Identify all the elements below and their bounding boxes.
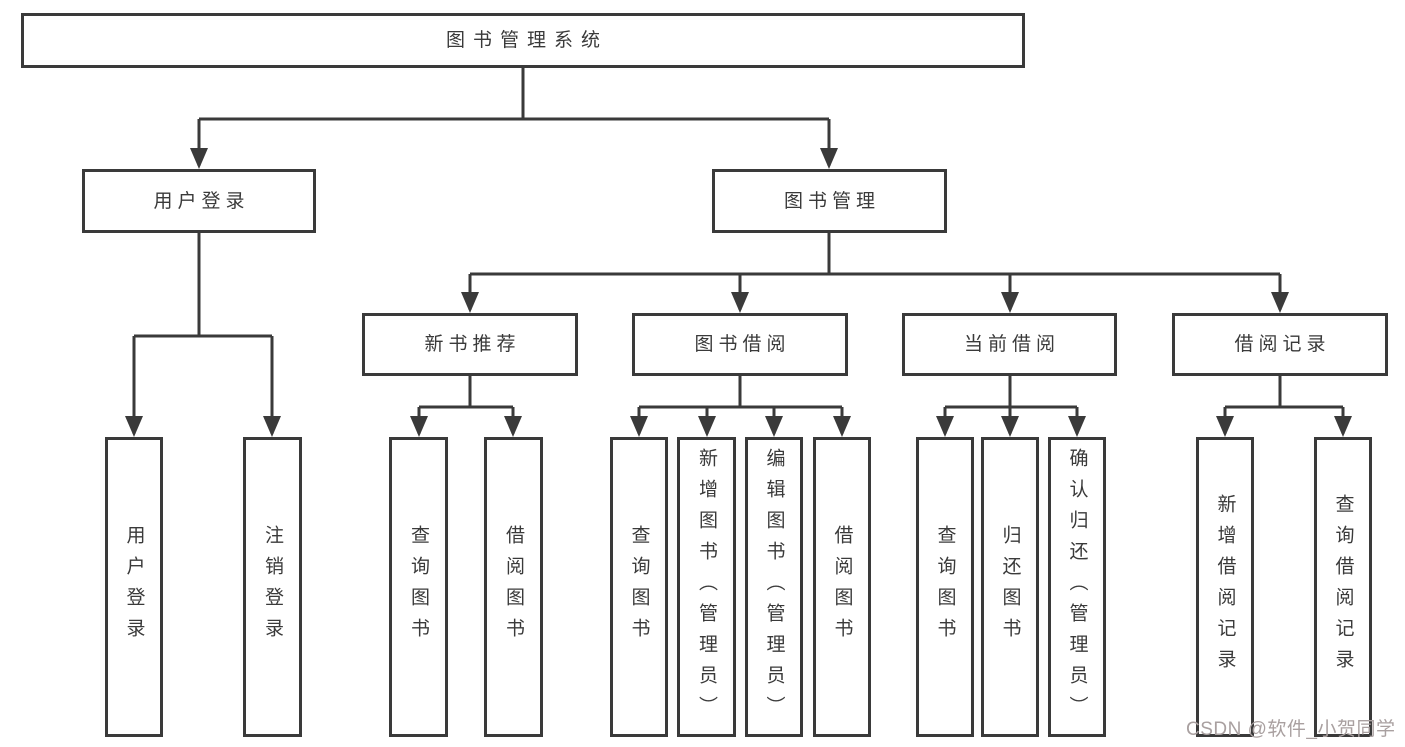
leaf-label: 确认归还（管理员） (1066, 447, 1088, 727)
node-library-management-system: 图书管理系统 (21, 13, 1025, 68)
leaf-label: 查询图书 (408, 525, 429, 649)
leaf-label: 查询图书 (934, 525, 956, 649)
leaf-label: 编辑图书（管理员） (763, 447, 785, 727)
leaf-add-book-admin: 新增图书（管理员） (677, 437, 736, 737)
leaf-confirm-return-admin: 确认归还（管理员） (1048, 437, 1106, 737)
leaf-label: 查询图书 (628, 525, 650, 649)
leaf-query-borrow-record: 查询借阅记录 (1314, 437, 1372, 737)
leaf-user-login: 用户登录 (105, 437, 163, 737)
node-user-login: 用户登录 (82, 169, 316, 233)
node-borrow-record: 借阅记录 (1172, 313, 1388, 376)
leaf-borrow-books-recommend: 借阅图书 (484, 437, 543, 737)
leaf-query-books-recommend: 查询图书 (389, 437, 448, 737)
node-current-borrow: 当前借阅 (902, 313, 1117, 376)
leaf-edit-book-admin: 编辑图书（管理员） (745, 437, 803, 737)
leaf-add-borrow-record: 新增借阅记录 (1196, 437, 1254, 737)
leaf-return-book: 归还图书 (981, 437, 1039, 737)
leaf-label: 查询借阅记录 (1332, 494, 1354, 680)
leaf-label: 借阅图书 (831, 525, 853, 649)
leaf-logout: 注销登录 (243, 437, 302, 737)
leaf-borrow-books-borrow: 借阅图书 (813, 437, 871, 737)
leaf-label: 归还图书 (999, 525, 1021, 649)
leaf-label: 新增图书（管理员） (696, 447, 717, 727)
leaf-label: 借阅图书 (503, 525, 524, 649)
leaf-query-books-borrow: 查询图书 (610, 437, 668, 737)
node-book-borrow: 图书借阅 (632, 313, 848, 376)
leaf-label: 注销登录 (262, 525, 283, 649)
leaf-label: 用户登录 (123, 525, 145, 649)
csdn-watermark: CSDN @软件_小贺同学 (1186, 719, 1396, 740)
node-new-book-recommend: 新书推荐 (362, 313, 578, 376)
node-book-management: 图书管理 (712, 169, 947, 233)
leaf-query-books-current: 查询图书 (916, 437, 974, 737)
leaf-label: 新增借阅记录 (1214, 494, 1236, 680)
